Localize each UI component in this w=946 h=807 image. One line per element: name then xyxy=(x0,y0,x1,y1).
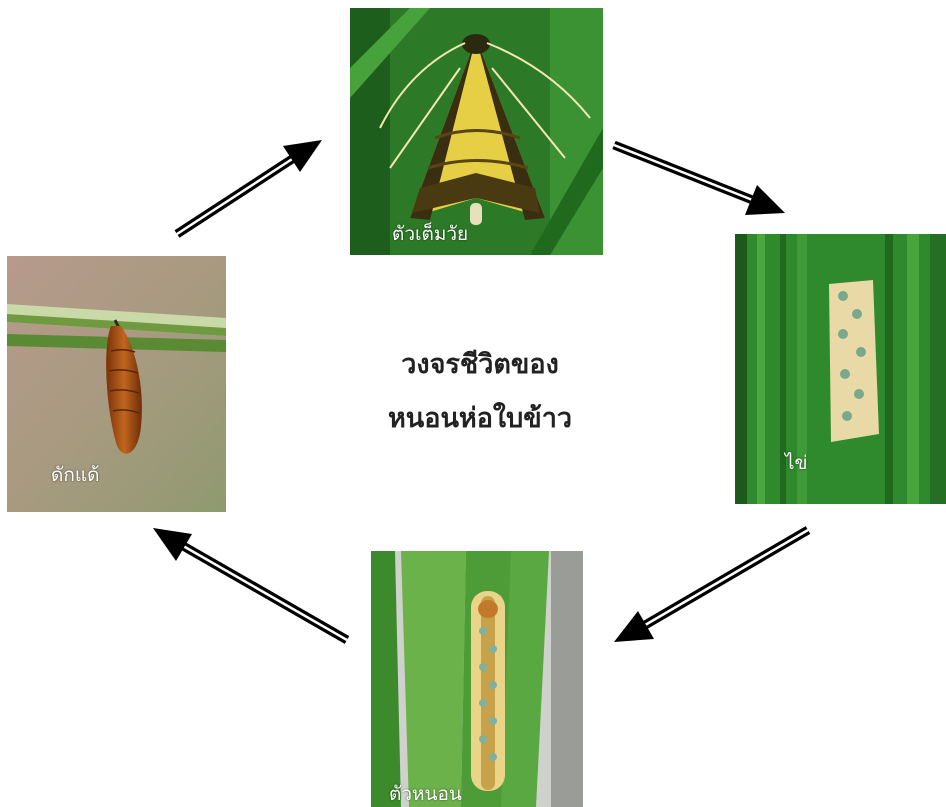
arrow-adult-to-egg xyxy=(614,145,785,215)
adult-moth-photo: ตัวเต็มวัย xyxy=(350,8,603,255)
pupa-on-stem-image xyxy=(7,256,226,512)
lifecycle-title: วงจรชีวิตของ หนอนห่อใบข้าว xyxy=(330,338,630,446)
larva-stage-label: ตัวหนอน xyxy=(389,779,462,807)
moth-on-leaf-image xyxy=(350,8,603,255)
adult-stage-label: ตัวเต็มวัย xyxy=(392,219,468,249)
egg-stage-label: ไข่ xyxy=(785,448,808,478)
pupa-stage-label: ดักแด้ xyxy=(51,460,99,490)
arrow-larva-to-pupa xyxy=(153,528,347,640)
egg-photo: ไข่ xyxy=(735,234,946,504)
eggs-on-leaf-image xyxy=(735,234,946,504)
arrow-pupa-to-adult xyxy=(177,140,322,234)
title-line-2: หนอนห่อใบข้าว xyxy=(330,392,630,446)
larva-in-leaf-image xyxy=(371,551,583,807)
arrow-egg-to-larva xyxy=(614,530,808,642)
pupa-photo: ดักแด้ xyxy=(7,256,226,512)
title-line-1: วงจรชีวิตของ xyxy=(330,338,630,392)
larva-photo: ตัวหนอน xyxy=(371,551,583,807)
